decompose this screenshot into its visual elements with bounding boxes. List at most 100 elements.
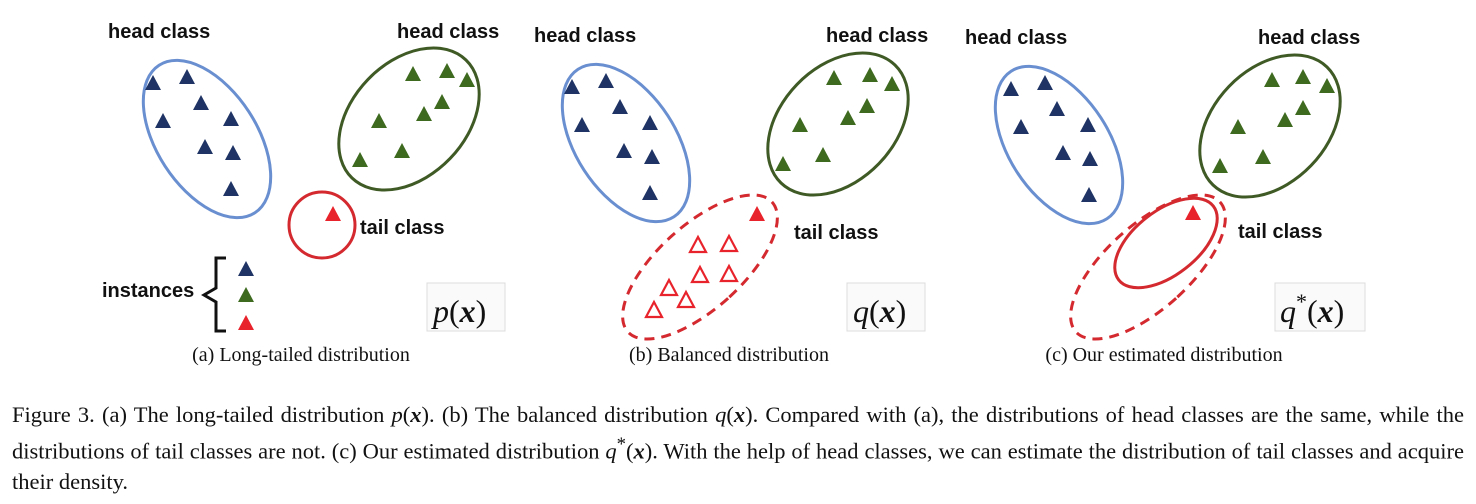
triangle-icon	[862, 67, 878, 82]
tail-instance-triangle-icon	[1185, 205, 1201, 220]
triangle-icon	[434, 94, 450, 109]
triangle-icon	[459, 72, 475, 87]
figure-diagram: head class head class tail class	[102, 21, 1366, 366]
subcaption-c: (c) Our estimated distribution	[1045, 344, 1282, 366]
triangle-icon	[223, 111, 239, 126]
triangle-icon	[1003, 81, 1019, 96]
instances-label: instances	[102, 280, 194, 302]
triangle-icon	[371, 113, 387, 128]
head-class-label: head class	[826, 25, 928, 47]
triangle-icon	[1295, 100, 1311, 115]
caption-math: x	[410, 402, 422, 427]
triangle-icon	[1230, 119, 1246, 134]
caption-math: x	[733, 402, 746, 427]
tail-class-dashed-ellipse	[621, 193, 779, 341]
triangle-icon	[238, 315, 254, 330]
triangle-icon	[616, 143, 632, 158]
figure-caption: Figure 3. (a) The long-tailed distributi…	[12, 402, 1464, 494]
triangle-icon	[884, 76, 900, 91]
triangle-icon	[644, 149, 660, 164]
triangle-icon	[1082, 151, 1098, 166]
triangle-icon	[792, 117, 808, 132]
triangle-icon	[416, 106, 432, 121]
triangle-icon	[405, 66, 421, 81]
head-class-label: head class	[534, 25, 636, 47]
formula: p(x)	[431, 293, 486, 329]
subcaption-a: (a) Long-tailed distribution	[192, 344, 410, 366]
outline-triangle-icon	[719, 264, 739, 283]
triangle-icon	[612, 99, 628, 114]
head-class-ellipse-right	[337, 46, 481, 192]
head-class-ellipse-left	[993, 64, 1125, 226]
triangle-icon	[1277, 112, 1293, 127]
tail-class-dashed-ellipse	[1069, 193, 1227, 341]
triangle-icon	[394, 143, 410, 158]
caption-text: . Compared with (a), the distributions o…	[12, 402, 1464, 464]
triangle-icon	[238, 261, 254, 276]
tail-class-circle	[287, 190, 357, 260]
formula-box	[846, 282, 926, 332]
head-class-label: head class	[108, 21, 210, 43]
panel-a: head class head class tail class	[102, 21, 506, 366]
triangle-icon	[1081, 187, 1097, 202]
outline-triangle-icon	[688, 235, 708, 254]
head-class-label: head class	[965, 27, 1067, 49]
head-class-label: head class	[397, 21, 499, 43]
caption-math: q	[605, 438, 617, 464]
tail-instance-triangle-icon	[749, 206, 765, 221]
head-class-instances-left	[564, 73, 660, 200]
triangle-icon	[826, 70, 842, 85]
panel-b: head class head class	[534, 25, 928, 366]
head-class-ellipse-right	[766, 51, 910, 197]
caption-text: . With the help of head classes, we can …	[12, 438, 1464, 494]
formula-box	[426, 282, 506, 332]
triangle-icon	[642, 115, 658, 130]
triangle-icon	[1212, 158, 1228, 173]
tail-class-label: tail class	[1238, 221, 1323, 243]
triangle-icon	[1055, 145, 1071, 160]
triangle-icon	[238, 287, 254, 302]
head-class-label: head class	[1258, 27, 1360, 49]
caption-math: p	[391, 402, 403, 427]
triangle-icon	[193, 95, 209, 110]
triangle-icon	[225, 145, 241, 160]
triangle-icon	[859, 98, 875, 113]
triangle-icon	[1319, 78, 1335, 93]
triangle-icon	[352, 152, 368, 167]
triangle-icon	[179, 69, 195, 84]
triangle-icon	[1080, 117, 1096, 132]
triangle-icon	[775, 156, 791, 171]
triangle-icon	[1264, 72, 1280, 87]
head-class-ellipse-right	[1198, 53, 1342, 199]
figure-label: Figure 3.	[12, 402, 95, 427]
triangle-icon	[1295, 69, 1311, 84]
tail-class-label: tail class	[794, 222, 879, 244]
triangle-icon	[1255, 149, 1271, 164]
head-class-ellipse-left	[560, 62, 692, 224]
outline-triangle-icon	[644, 300, 664, 319]
outline-triangle-icon	[719, 234, 739, 253]
triangle-icon	[1037, 75, 1053, 90]
head-class-instances-right	[775, 67, 900, 171]
triangle-icon	[1049, 101, 1065, 116]
subcaption-b: (b) Balanced distribution	[629, 344, 829, 366]
tail-class-label: tail class	[360, 217, 445, 239]
caption-text: (a) The long-tailed distribution	[94, 402, 392, 427]
triangle-icon	[642, 185, 658, 200]
panel-c: head class head class tail class	[965, 27, 1366, 366]
caption-math: *	[616, 434, 626, 455]
tail-instance-triangle-icon	[325, 206, 341, 221]
triangle-icon	[598, 73, 614, 88]
triangle-icon	[155, 113, 171, 128]
left-curly-brace-icon	[201, 256, 226, 333]
formula-box	[1274, 282, 1366, 332]
outline-triangle-icon	[676, 290, 696, 309]
tail-class-estimated-ellipse	[1113, 196, 1219, 290]
triangle-icon	[815, 147, 831, 162]
triangle-icon	[574, 117, 590, 132]
triangle-icon	[840, 110, 856, 125]
triangle-icon	[223, 181, 239, 196]
caption-math: q	[715, 402, 727, 427]
formula: q(x)	[853, 293, 906, 329]
head-class-instances-left	[145, 69, 241, 196]
